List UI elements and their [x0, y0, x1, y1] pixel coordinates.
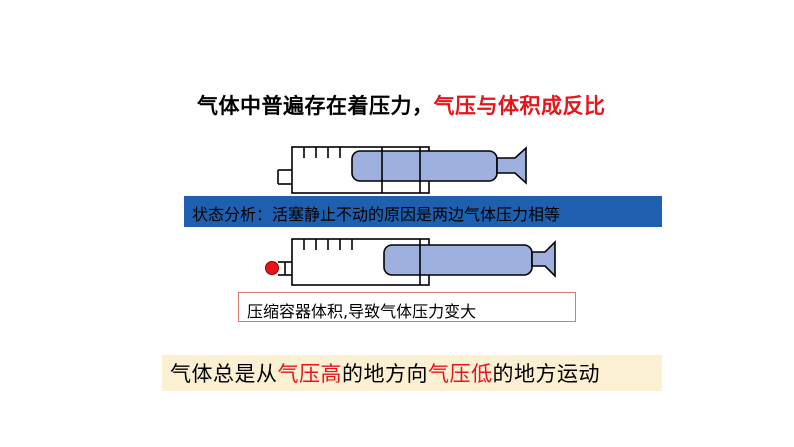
syringe-top	[277, 146, 527, 194]
conclusion-p2: 气压高	[277, 362, 342, 386]
state-analysis-box: 状态分析：活塞静止不动的原因是两边气体压力相等	[184, 196, 662, 227]
headline-part1: 气体中普遍存在着压力，	[197, 94, 434, 118]
compress-note-box: 压缩容器体积,导致气体压力变大	[238, 292, 576, 322]
conclusion-p5: 的地方运动	[492, 362, 600, 386]
sealed-nozzle-dot	[265, 261, 279, 275]
headline-part2: 气压与体积成反比	[433, 94, 606, 118]
conclusion-text: 气体总是从气压高的地方向气压低的地方运动	[170, 358, 600, 388]
syringe-bottom	[278, 238, 556, 286]
conclusion-p3: 的地方向	[342, 362, 428, 386]
compress-note-text: 压缩容器体积,导致气体压力变大	[247, 302, 477, 321]
conclusion-p1: 气体总是从	[170, 362, 278, 386]
plunger-head	[496, 146, 527, 185]
state-analysis-text: 状态分析：活塞静止不动的原因是两边气体压力相等	[192, 205, 561, 224]
plunger-body	[351, 150, 498, 182]
plunger-body	[383, 244, 533, 276]
conclusion-box: 气体总是从气压高的地方向气压低的地方运动	[162, 355, 662, 391]
plunger-head	[531, 240, 556, 278]
headline: 气体中普遍存在着压力，气压与体积成反比	[197, 90, 606, 120]
conclusion-p4: 气压低	[428, 362, 493, 386]
